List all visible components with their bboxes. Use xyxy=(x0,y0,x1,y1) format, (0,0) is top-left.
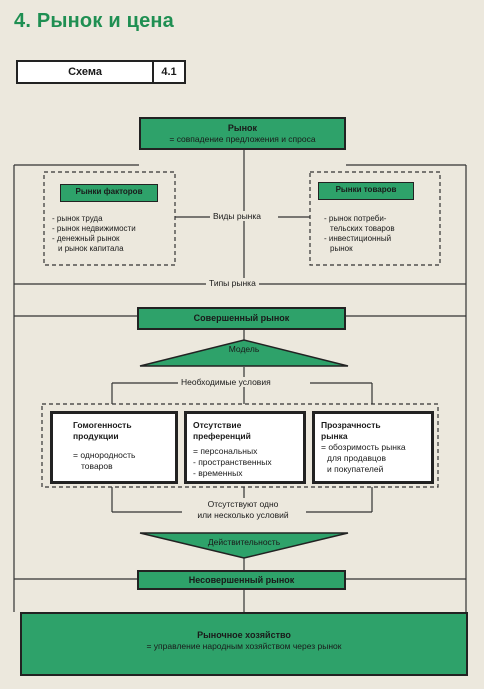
condition-title: продукции xyxy=(73,431,119,441)
market-economy-box: Рыночное хозяйство = управление народным… xyxy=(20,612,468,676)
condition-title: Отсутствие xyxy=(193,420,242,430)
market-desc: = совпадение предложения и спроса xyxy=(169,134,316,144)
kinds-label: Виды рынка xyxy=(210,211,265,221)
types-label: Типы рынка xyxy=(206,278,259,288)
model-triangle xyxy=(139,339,349,367)
condition-title: Прозрачность xyxy=(321,420,381,430)
dashed-factor-group xyxy=(43,171,176,266)
condition-item: товаров xyxy=(81,461,113,471)
market-economy-title: Рыночное хозяйство xyxy=(197,630,291,640)
reality-label: Действительность xyxy=(207,537,281,547)
factor-item: - рынок труда xyxy=(52,214,103,223)
condition-title: рынка xyxy=(321,431,348,441)
model-label: Модель xyxy=(228,344,260,354)
condition-item: = обозримость рынка xyxy=(321,442,406,452)
factor-markets-title: Рынки факторов xyxy=(60,184,158,202)
scheme-number: 4.1 xyxy=(161,66,177,78)
goods-item: тельских товаров xyxy=(330,224,395,233)
factor-item: - денежный рынок xyxy=(52,234,120,243)
goods-item: - рынок потреби- xyxy=(324,214,387,223)
imperfect-market-label: Несовершенный рынок xyxy=(188,575,295,585)
goods-item: рынок xyxy=(330,244,353,253)
market-title: Рынок xyxy=(227,123,258,133)
scheme-label-box: Схема 4.1 xyxy=(16,60,186,84)
market-economy-desc: = управление народным хозяйством через р… xyxy=(146,641,342,651)
condition-item: - пространственных xyxy=(193,457,272,467)
perfect-market-box: Совершенный рынок xyxy=(137,307,346,330)
dashed-conditions-group xyxy=(41,403,439,488)
dashed-goods-group xyxy=(309,171,441,266)
condition-no-preferences: Отсутствие преференций = персональных - … xyxy=(184,411,306,484)
reality-triangle xyxy=(139,532,349,559)
condition-item: = персональных xyxy=(193,446,258,456)
market-box: Рынок = совпадение предложения и спроса xyxy=(139,117,346,150)
imperfect-market-box: Несовершенный рынок xyxy=(137,570,346,590)
condition-item: = однородность xyxy=(73,450,136,460)
page-heading: 4. Рынок и цена xyxy=(14,10,174,32)
scheme-label: Схема xyxy=(18,62,154,82)
factor-item: - рынок недвижимости xyxy=(52,224,136,233)
perfect-market-label: Совершенный рынок xyxy=(193,313,290,323)
condition-item: для продавцов xyxy=(327,453,386,463)
condition-homogeneity: Гомогенность продукции = однородность то… xyxy=(50,411,178,484)
goods-item: - инвестиционный xyxy=(324,234,392,243)
condition-item: - временных xyxy=(193,468,243,478)
goods-markets-title: Рынки товаров xyxy=(318,182,414,200)
condition-transparency: Прозрачность рынка = обозримость рынка д… xyxy=(312,411,434,484)
conditions-label: Необходимые условия xyxy=(178,377,274,387)
condition-item: и покупателей xyxy=(327,464,384,474)
missing-conditions-label: Отсутствуют одно или несколько условий xyxy=(180,499,306,521)
missing-line: Отсутствуют одно xyxy=(207,499,279,509)
goods-markets-list: - рынок потреби- тельских товаров - инве… xyxy=(324,214,395,254)
factor-markets-list: - рынок труда - рынок недвижимости - ден… xyxy=(52,214,136,254)
factor-item: и рынок капитала xyxy=(58,244,124,253)
condition-title: преференций xyxy=(193,431,251,441)
missing-line: или несколько условий xyxy=(197,510,289,520)
condition-title: Гомогенность xyxy=(73,420,132,430)
